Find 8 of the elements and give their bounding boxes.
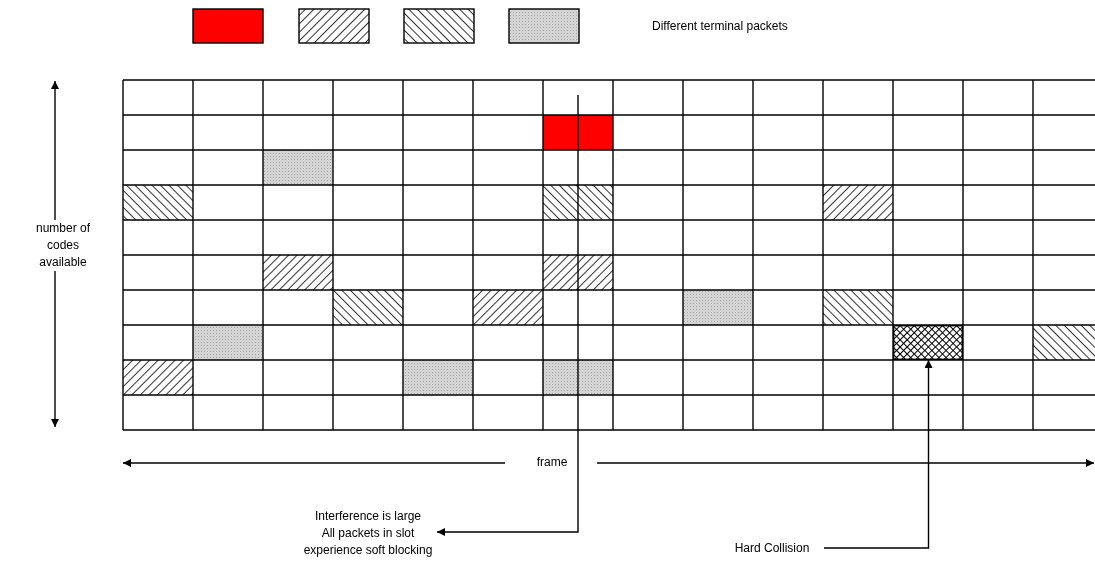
leader-line (823, 359, 933, 549)
axis-label: frame (535, 455, 569, 470)
leader-line (436, 94, 579, 536)
annotation-text: All packets in slot experience soft blocking (302, 524, 434, 559)
legend-text: Different terminal packets (652, 19, 788, 34)
annotation-text: Interference is large (314, 507, 422, 525)
collision-cell (893, 325, 963, 360)
annotation-text: Hard Collision (734, 539, 810, 557)
